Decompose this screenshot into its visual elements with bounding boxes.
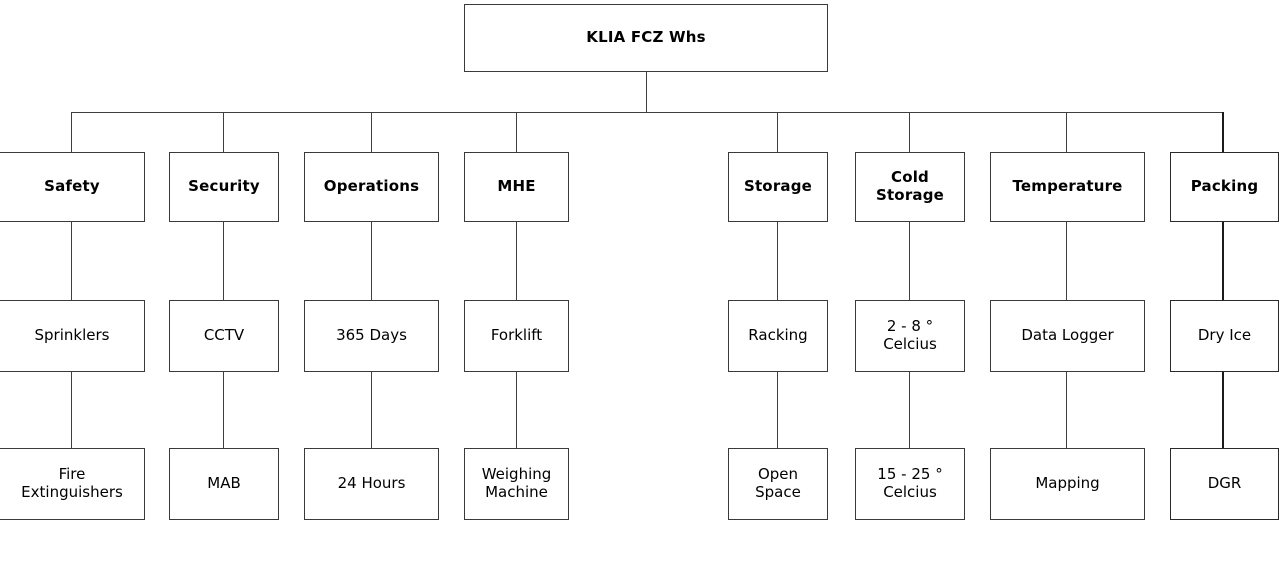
leaf-node-label: 2 - 8 ° Celcius xyxy=(883,317,937,353)
connector-sprinklers-to-fire-extinguishers xyxy=(71,372,72,448)
leaf-node-label: Forklift xyxy=(490,326,543,345)
connector-horizontal-bus xyxy=(71,112,1224,113)
leaf-node-15-25-celcius[interactable]: 15 - 25 ° Celcius xyxy=(855,448,965,520)
connector-racking-to-open-space xyxy=(777,372,778,448)
leaf-node-mapping[interactable]: Mapping xyxy=(990,448,1145,520)
connector-packing-to-dry-ice xyxy=(1222,222,1224,300)
leaf-node-label: Open Space xyxy=(755,465,801,501)
leaf-node-label: Fire Extinguishers xyxy=(21,465,123,501)
category-node-cold-storage[interactable]: Cold Storage xyxy=(855,152,965,222)
leaf-node-label: Dry Ice xyxy=(1197,326,1252,345)
category-node-safety[interactable]: Safety xyxy=(0,152,145,222)
category-node-storage[interactable]: Storage xyxy=(728,152,828,222)
category-node-label: Packing xyxy=(1190,177,1259,196)
connector-bus-drop-cold-storage xyxy=(909,112,910,152)
category-node-label: Storage xyxy=(743,177,813,196)
connector-cold-storage-to-2-8-celcius xyxy=(909,222,910,300)
connector-365-days-to-24-hours xyxy=(371,372,372,448)
root-node-label: KLIA FCZ Whs xyxy=(586,28,706,47)
leaf-node-label: MAB xyxy=(207,474,241,493)
connector-bus-drop-storage xyxy=(777,112,778,152)
connector-bus-drop-mhe xyxy=(516,112,517,152)
connector-bus-drop-temperature xyxy=(1066,112,1067,152)
leaf-node-label: CCTV xyxy=(203,326,245,345)
category-node-packing[interactable]: Packing xyxy=(1170,152,1279,222)
leaf-node-mab[interactable]: MAB xyxy=(169,448,279,520)
connector-bus-drop-packing xyxy=(1222,112,1224,152)
leaf-node-2-8-celcius[interactable]: 2 - 8 ° Celcius xyxy=(855,300,965,372)
root-node-klia-fcz-whs[interactable]: KLIA FCZ Whs xyxy=(464,4,828,72)
leaf-node-label: Data Logger xyxy=(1021,326,1114,345)
leaf-node-racking[interactable]: Racking xyxy=(728,300,828,372)
leaf-node-fire-extinguishers[interactable]: Fire Extinguishers xyxy=(0,448,145,520)
leaf-node-label: Sprinklers xyxy=(34,326,110,345)
leaf-node-label: 15 - 25 ° Celcius xyxy=(877,465,943,501)
leaf-node-sprinklers[interactable]: Sprinklers xyxy=(0,300,145,372)
connector-temperature-to-data-logger xyxy=(1066,222,1067,300)
category-node-label: MHE xyxy=(497,177,536,196)
category-node-mhe[interactable]: MHE xyxy=(464,152,569,222)
leaf-node-open-space[interactable]: Open Space xyxy=(728,448,828,520)
leaf-node-forklift[interactable]: Forklift xyxy=(464,300,569,372)
category-node-label: Cold Storage xyxy=(875,168,945,204)
leaf-node-label: Weighing Machine xyxy=(481,465,552,501)
connector-dry-ice-to-dgr xyxy=(1222,372,1224,448)
connector-data-logger-to-mapping xyxy=(1066,372,1067,448)
connector-forklift-to-weighing-machine xyxy=(516,372,517,448)
category-node-temperature[interactable]: Temperature xyxy=(990,152,1145,222)
leaf-node-24-hours[interactable]: 24 Hours xyxy=(304,448,439,520)
leaf-node-dgr[interactable]: DGR xyxy=(1170,448,1279,520)
connector-2-8-celcius-to-15-25-celcius xyxy=(909,372,910,448)
leaf-node-label: Racking xyxy=(748,326,808,345)
leaf-node-label: DGR xyxy=(1207,474,1242,493)
connector-bus-drop-safety xyxy=(71,112,72,152)
connector-root-stem xyxy=(646,72,647,112)
connector-operations-to-365-days xyxy=(371,222,372,300)
connector-safety-to-sprinklers xyxy=(71,222,72,300)
category-node-label: Operations xyxy=(323,177,420,196)
leaf-node-label: 24 Hours xyxy=(337,474,406,493)
leaf-node-data-logger[interactable]: Data Logger xyxy=(990,300,1145,372)
leaf-node-dry-ice[interactable]: Dry Ice xyxy=(1170,300,1279,372)
connector-storage-to-racking xyxy=(777,222,778,300)
connector-mhe-to-forklift xyxy=(516,222,517,300)
connector-bus-drop-security xyxy=(223,112,224,152)
connector-cctv-to-mab xyxy=(223,372,224,448)
leaf-node-label: Mapping xyxy=(1035,474,1100,493)
connector-security-to-cctv xyxy=(223,222,224,300)
leaf-node-365-days[interactable]: 365 Days xyxy=(304,300,439,372)
leaf-node-label: 365 Days xyxy=(336,326,407,345)
category-node-label: Temperature xyxy=(1012,177,1123,196)
leaf-node-weighing-machine[interactable]: Weighing Machine xyxy=(464,448,569,520)
connector-bus-drop-operations xyxy=(371,112,372,152)
category-node-security[interactable]: Security xyxy=(169,152,279,222)
category-node-operations[interactable]: Operations xyxy=(304,152,439,222)
category-node-label: Security xyxy=(188,177,260,196)
category-node-label: Safety xyxy=(44,177,100,196)
leaf-node-cctv[interactable]: CCTV xyxy=(169,300,279,372)
